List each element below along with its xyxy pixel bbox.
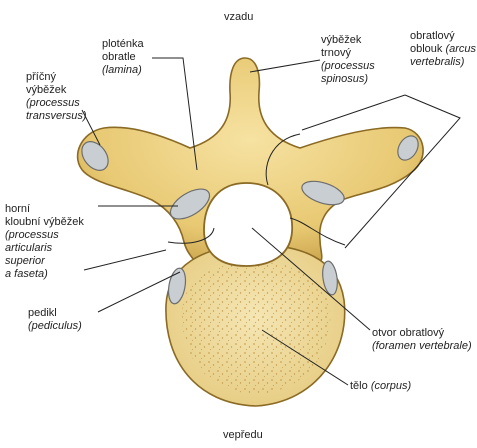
label-superior-latin2: articularis — [5, 242, 84, 255]
label-body-line1: tělo — [350, 380, 368, 392]
orientation-top-label: vzadu — [224, 11, 253, 24]
orientation-bottom-label: vepředu — [223, 429, 263, 442]
label-arch-line2: oblouk — [410, 43, 442, 55]
label-arch-latin2: vertebralis) — [410, 56, 476, 69]
label-spinous-process: výběžek trnový (processus spinosus) — [321, 34, 375, 86]
label-vertebral-foramen: otvor obratlový (foramen vertebrale) — [372, 327, 472, 353]
label-vertebral-arch: obratlový oblouk (arcus vertebralis) — [410, 30, 476, 69]
label-transverse-latin2: transversus) — [26, 110, 87, 123]
label-pedicle: pedikl (pediculus) — [28, 307, 82, 333]
label-arch-latin1: (arcus — [445, 43, 476, 55]
label-arch-line1: obratlový — [410, 30, 476, 43]
label-transverse-line2: výběžek — [26, 84, 87, 97]
label-foramen-latin: (foramen vertebrale) — [372, 340, 472, 353]
label-superior-line1: horní — [5, 203, 84, 216]
label-spinous-line1: výběžek — [321, 34, 375, 47]
label-lamina-latin: (lamina) — [102, 64, 144, 77]
label-transverse-latin1: (processus — [26, 97, 87, 110]
label-lamina-line2: obratle — [102, 51, 144, 64]
label-spinous-latin1: (processus — [321, 60, 375, 73]
label-pedicle-latin: (pediculus) — [28, 320, 82, 333]
label-lamina-line1: ploténka — [102, 38, 144, 51]
label-superior-latin3: superior — [5, 255, 84, 268]
label-foramen-line1: otvor obratlový — [372, 327, 472, 340]
leader-superior-lower — [84, 250, 166, 270]
vertebral-foramen-shape — [204, 183, 292, 266]
label-superior-articular-process: horní kloubní výběžek (processus articul… — [5, 203, 84, 281]
leader-spinous — [250, 60, 320, 72]
label-superior-latin4: a faseta) — [5, 268, 84, 281]
label-transverse-line1: příčný — [26, 71, 87, 84]
label-superior-line2: kloubní výběžek — [5, 216, 84, 229]
label-arch-line2-row: oblouk (arcus — [410, 43, 476, 56]
label-spinous-line2: trnový — [321, 47, 375, 60]
label-vertebral-body: tělo (corpus) — [350, 380, 411, 393]
label-pedicle-line1: pedikl — [28, 307, 82, 320]
label-superior-latin1: (processus — [5, 229, 84, 242]
label-transverse-process: příčný výběžek (processus transversus) — [26, 71, 87, 123]
label-body-latin: (corpus) — [371, 380, 411, 392]
label-spinous-latin2: spinosus) — [321, 73, 375, 86]
label-lamina: ploténka obratle (lamina) — [102, 38, 144, 77]
